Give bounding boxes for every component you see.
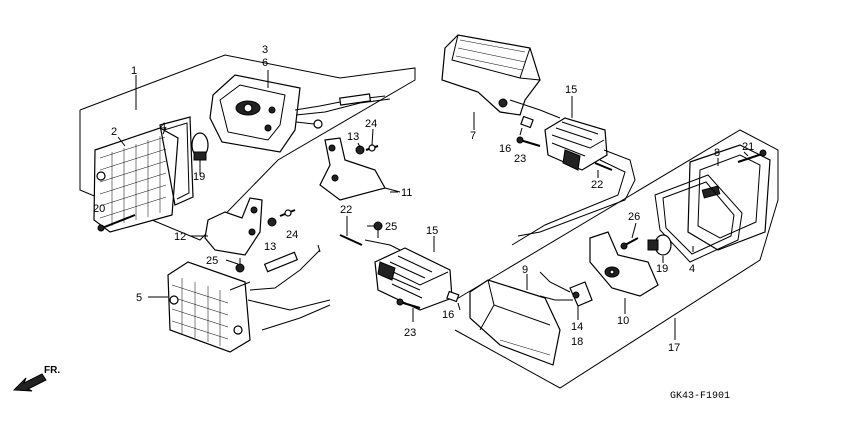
- grommet-15-upper: [544, 117, 608, 171]
- callout-10: 10: [617, 315, 629, 327]
- callout-8: 8: [714, 147, 720, 159]
- cable-22-right: [511, 149, 636, 246]
- spacer-16-upper: [520, 115, 534, 129]
- callout-14: 14: [571, 321, 583, 333]
- screw-icon-23-lower: [396, 298, 421, 309]
- nut-icon-13-upper: [355, 145, 365, 155]
- callout-12: 12: [174, 231, 186, 243]
- callout-13-lower: 13: [264, 241, 276, 253]
- rear-right-assembly-outline: [454, 129, 779, 389]
- nut-icon-13-lower: [267, 217, 277, 227]
- direction-label: FR.: [44, 365, 60, 376]
- socket-plate-10: [589, 231, 659, 297]
- leader-lines: [117, 70, 749, 340]
- callout-16-upper: 16: [499, 143, 511, 155]
- callout-21: 21: [742, 141, 754, 153]
- callout-25-center: 25: [385, 221, 397, 233]
- front-bracket-11: [319, 137, 401, 201]
- callout-17: 17: [668, 342, 680, 354]
- bulb-icon-rear: [647, 234, 672, 256]
- cable-22-left: [339, 234, 401, 251]
- callout-2: 2: [111, 126, 117, 138]
- front-left-housing: [209, 74, 391, 153]
- callout-4-rear: 4: [689, 263, 695, 275]
- front-bracket-12: [204, 197, 263, 256]
- callout-3: 3: [262, 44, 268, 56]
- rear-right-lens: [687, 144, 771, 251]
- spacer-16-lower: [446, 290, 460, 303]
- callout-1: 1: [131, 65, 137, 77]
- front-left-gasket: [159, 116, 194, 206]
- callout-labels: 1 2 3 6 4 19 20 13 24 11 12 13 24 25 5 2…: [93, 44, 754, 354]
- front-direction-arrow-icon: FR.: [12, 365, 60, 392]
- bolt-icon-24-lower: [279, 209, 296, 217]
- callout-25-left: 25: [206, 255, 218, 267]
- grommet-15-lower: [374, 247, 453, 311]
- rear-left-turn-signal: [441, 34, 561, 119]
- callout-19-rear: 19: [656, 263, 668, 275]
- callout-26: 26: [628, 211, 640, 223]
- callout-16-lower: 16: [442, 309, 454, 321]
- screw-icon-23-upper: [516, 136, 541, 147]
- callout-24-lower: 24: [286, 229, 298, 241]
- callout-18: 18: [571, 336, 583, 348]
- screw-icon-25-center: [373, 221, 383, 238]
- screw-icon-25-left: [235, 258, 245, 273]
- rear-right-housing: [469, 279, 561, 366]
- bulb-icon-front: [191, 132, 209, 170]
- callout-20: 20: [93, 203, 105, 215]
- rear-right-gasket: [654, 174, 743, 263]
- callout-4-front: 4: [160, 121, 166, 133]
- front-left-lens: [93, 127, 179, 233]
- callout-9: 9: [522, 264, 528, 276]
- callout-6: 6: [262, 57, 268, 69]
- callout-11: 11: [401, 187, 412, 199]
- callout-23-upper: 23: [514, 153, 526, 165]
- socket-14: [539, 271, 593, 307]
- bolt-icon-24-upper: [365, 144, 379, 152]
- callout-19-front: 19: [193, 171, 205, 183]
- diagram-code: GK43-F1901: [670, 391, 730, 402]
- callout-23-lower: 23: [404, 327, 416, 339]
- callout-22-right: 22: [591, 179, 603, 191]
- screw-icon-26: [620, 237, 639, 250]
- callout-5: 5: [136, 292, 142, 304]
- callout-13-upper: 13: [347, 131, 359, 143]
- screw-icon-21: [737, 149, 767, 163]
- callout-24-upper: 24: [365, 118, 377, 130]
- front-right-turn-signal: [167, 244, 331, 353]
- callout-22-left: 22: [340, 204, 352, 216]
- callout-15-lower: 15: [426, 225, 438, 237]
- callout-15-upper: 15: [565, 84, 577, 96]
- callout-7: 7: [470, 130, 476, 142]
- screw-icon-20: [97, 214, 136, 232]
